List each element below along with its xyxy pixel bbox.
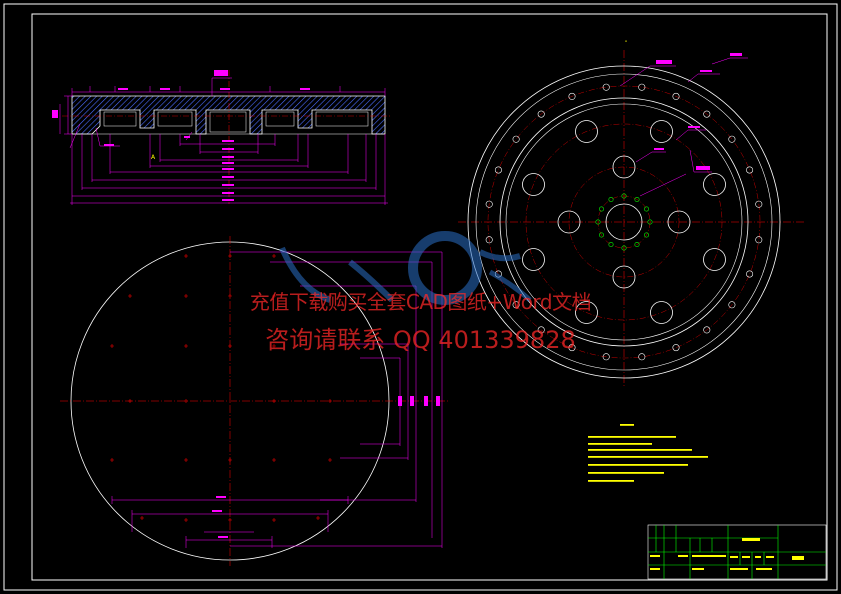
flange-large-hole xyxy=(650,120,673,143)
plate-hole-mark xyxy=(328,458,332,462)
plate-hole-mark xyxy=(128,294,132,298)
plate-hole-mark xyxy=(328,344,332,348)
flange-bolt-hole xyxy=(485,236,493,244)
flange-large-hole xyxy=(522,173,545,196)
watermark-logo xyxy=(279,231,532,305)
plate-hole-mark xyxy=(228,344,232,348)
plate-hole-mark xyxy=(228,294,232,298)
flange-pilot-hole xyxy=(647,219,653,225)
section-view: A xyxy=(52,70,392,205)
flange-bolt-hole xyxy=(537,326,545,334)
flange-bolt-hole xyxy=(755,236,763,244)
note-line xyxy=(588,436,676,438)
flange-large-hole xyxy=(703,173,726,196)
view-label: A xyxy=(625,39,628,43)
flange-bolt-hole xyxy=(602,353,610,361)
flange-bolt-hole xyxy=(568,92,576,100)
flange-bolt-hole xyxy=(537,110,545,118)
flange-bolt-hole xyxy=(512,301,520,309)
flange-bolt-hole xyxy=(638,353,646,361)
note-line xyxy=(588,449,692,451)
note-line xyxy=(588,456,708,458)
plate-hole-mark xyxy=(228,254,232,258)
flange-bolt-hole xyxy=(512,135,520,143)
title-block xyxy=(647,524,827,580)
flange-bolt-hole xyxy=(672,92,680,100)
flange-pilot-hole xyxy=(643,206,649,212)
flange-bolt-hole xyxy=(602,83,610,91)
sheet-border xyxy=(3,3,838,591)
note-line xyxy=(588,480,634,482)
flange-large-hole xyxy=(575,120,598,143)
plate-hole-mark xyxy=(272,344,276,348)
plate-view xyxy=(60,236,448,566)
flange-large-hole xyxy=(650,301,673,324)
section-body xyxy=(71,95,386,135)
flange-large-hole xyxy=(703,248,726,271)
flange-pilot-hole xyxy=(595,219,601,225)
flange-pilot-hole xyxy=(634,197,640,203)
flange-bolt-hole xyxy=(728,135,736,143)
flange-pilot-hole xyxy=(634,242,640,248)
plate-hole-mark xyxy=(184,458,188,462)
flange-bolt-hole xyxy=(755,200,763,208)
flange-bolt-hole xyxy=(638,83,646,91)
flange-bolt-hole xyxy=(746,270,754,278)
plate-hole-mark xyxy=(228,458,232,462)
plate-hole-mark xyxy=(140,516,144,520)
plate-hole-mark xyxy=(272,518,276,522)
plate-hole-mark xyxy=(184,344,188,348)
plate-hole-mark xyxy=(272,399,276,403)
plate-hole-mark xyxy=(328,399,332,403)
plate-hole-mark xyxy=(184,294,188,298)
plate-hole-mark xyxy=(316,516,320,520)
plate-hole-mark xyxy=(184,254,188,258)
flange-outer-edge xyxy=(467,65,781,379)
flange-bolt-hole xyxy=(485,200,493,208)
flange-pilot-hole xyxy=(621,245,627,251)
flange-large-hole xyxy=(522,248,545,271)
plate-hole-mark xyxy=(272,294,276,298)
flange-bolt-hole xyxy=(746,166,754,174)
plate-hole-mark xyxy=(110,458,114,462)
flange-pilot-hole xyxy=(608,197,614,203)
flange-bolt-hole xyxy=(672,344,680,352)
flange-mid-hole xyxy=(557,210,581,234)
note-line xyxy=(588,464,688,466)
flange-bolt-hole xyxy=(703,110,711,118)
flange-mid-hole xyxy=(667,210,691,234)
flange-bolt-hole xyxy=(728,301,736,309)
flange-pilot-hole xyxy=(598,206,604,212)
note-line xyxy=(588,472,664,474)
flange-bolt-hole xyxy=(494,166,502,174)
flange-large-hole xyxy=(575,301,598,324)
flange-mid-hole xyxy=(612,155,636,179)
drawing-frame xyxy=(31,13,828,581)
plate-hole-mark xyxy=(272,458,276,462)
flange-pilot-hole xyxy=(608,242,614,248)
section-label: A xyxy=(151,154,156,161)
flange-pilot-hole xyxy=(621,193,627,199)
flange-bolt-hole xyxy=(703,326,711,334)
flange-mid-hole xyxy=(612,265,636,289)
plate-hole-mark xyxy=(228,518,232,522)
note-line xyxy=(620,424,634,426)
plate-hole-mark xyxy=(110,344,114,348)
plate-hole-mark xyxy=(184,399,188,403)
flange-pilot-hole xyxy=(598,232,604,238)
plate-hole-mark xyxy=(272,254,276,258)
technical-notes xyxy=(588,424,708,482)
note-line xyxy=(588,443,652,445)
central-bore xyxy=(605,203,643,241)
flange-bolt-hole xyxy=(568,344,576,352)
plate-hole-mark xyxy=(128,399,132,403)
flange-pilot-hole xyxy=(643,232,649,238)
plate-hole-mark xyxy=(184,518,188,522)
flange-view: A xyxy=(458,39,806,388)
